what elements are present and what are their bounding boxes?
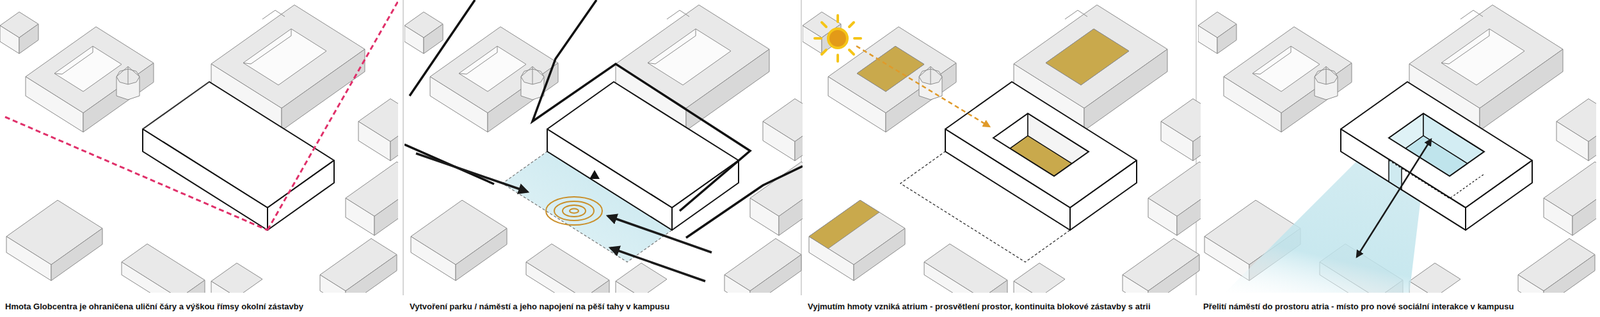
panel-three (802, 5, 1229, 312)
panel-caption: Přelití náměstí do prostoru atria - míst… (1203, 302, 1514, 313)
building-mass (142, 81, 335, 231)
atrium (993, 113, 1089, 176)
context-buildings (802, 5, 1201, 294)
campus-boundary (404, 0, 803, 239)
building-mass (1340, 81, 1533, 231)
passage-opening (1388, 159, 1402, 191)
panel-caption: Vyjmutím hmoty vzniká atrium - prosvětle… (807, 302, 1151, 313)
panel-two (404, 0, 831, 312)
panel-caption: Vytvoření parku / náměstí a jeho napojen… (409, 302, 670, 313)
building-mass (945, 81, 1137, 231)
panel-one (0, 1, 426, 312)
street-line (5, 1, 399, 231)
atrium (1388, 113, 1485, 199)
sunlight-arrow (856, 46, 990, 127)
panel-four (1198, 5, 1600, 312)
context-buildings (1198, 5, 1597, 294)
panel-caption: Hmota Globcentra je ohraničena uliční čá… (5, 302, 304, 313)
pedestrian-path (416, 153, 712, 282)
interaction-arrow (1356, 139, 1432, 258)
building-mass (547, 81, 739, 231)
context-buildings (404, 5, 803, 294)
sun-symbol (814, 15, 861, 62)
square-rings (545, 197, 603, 226)
entry-mark (589, 170, 600, 180)
context-buildings (0, 5, 399, 294)
